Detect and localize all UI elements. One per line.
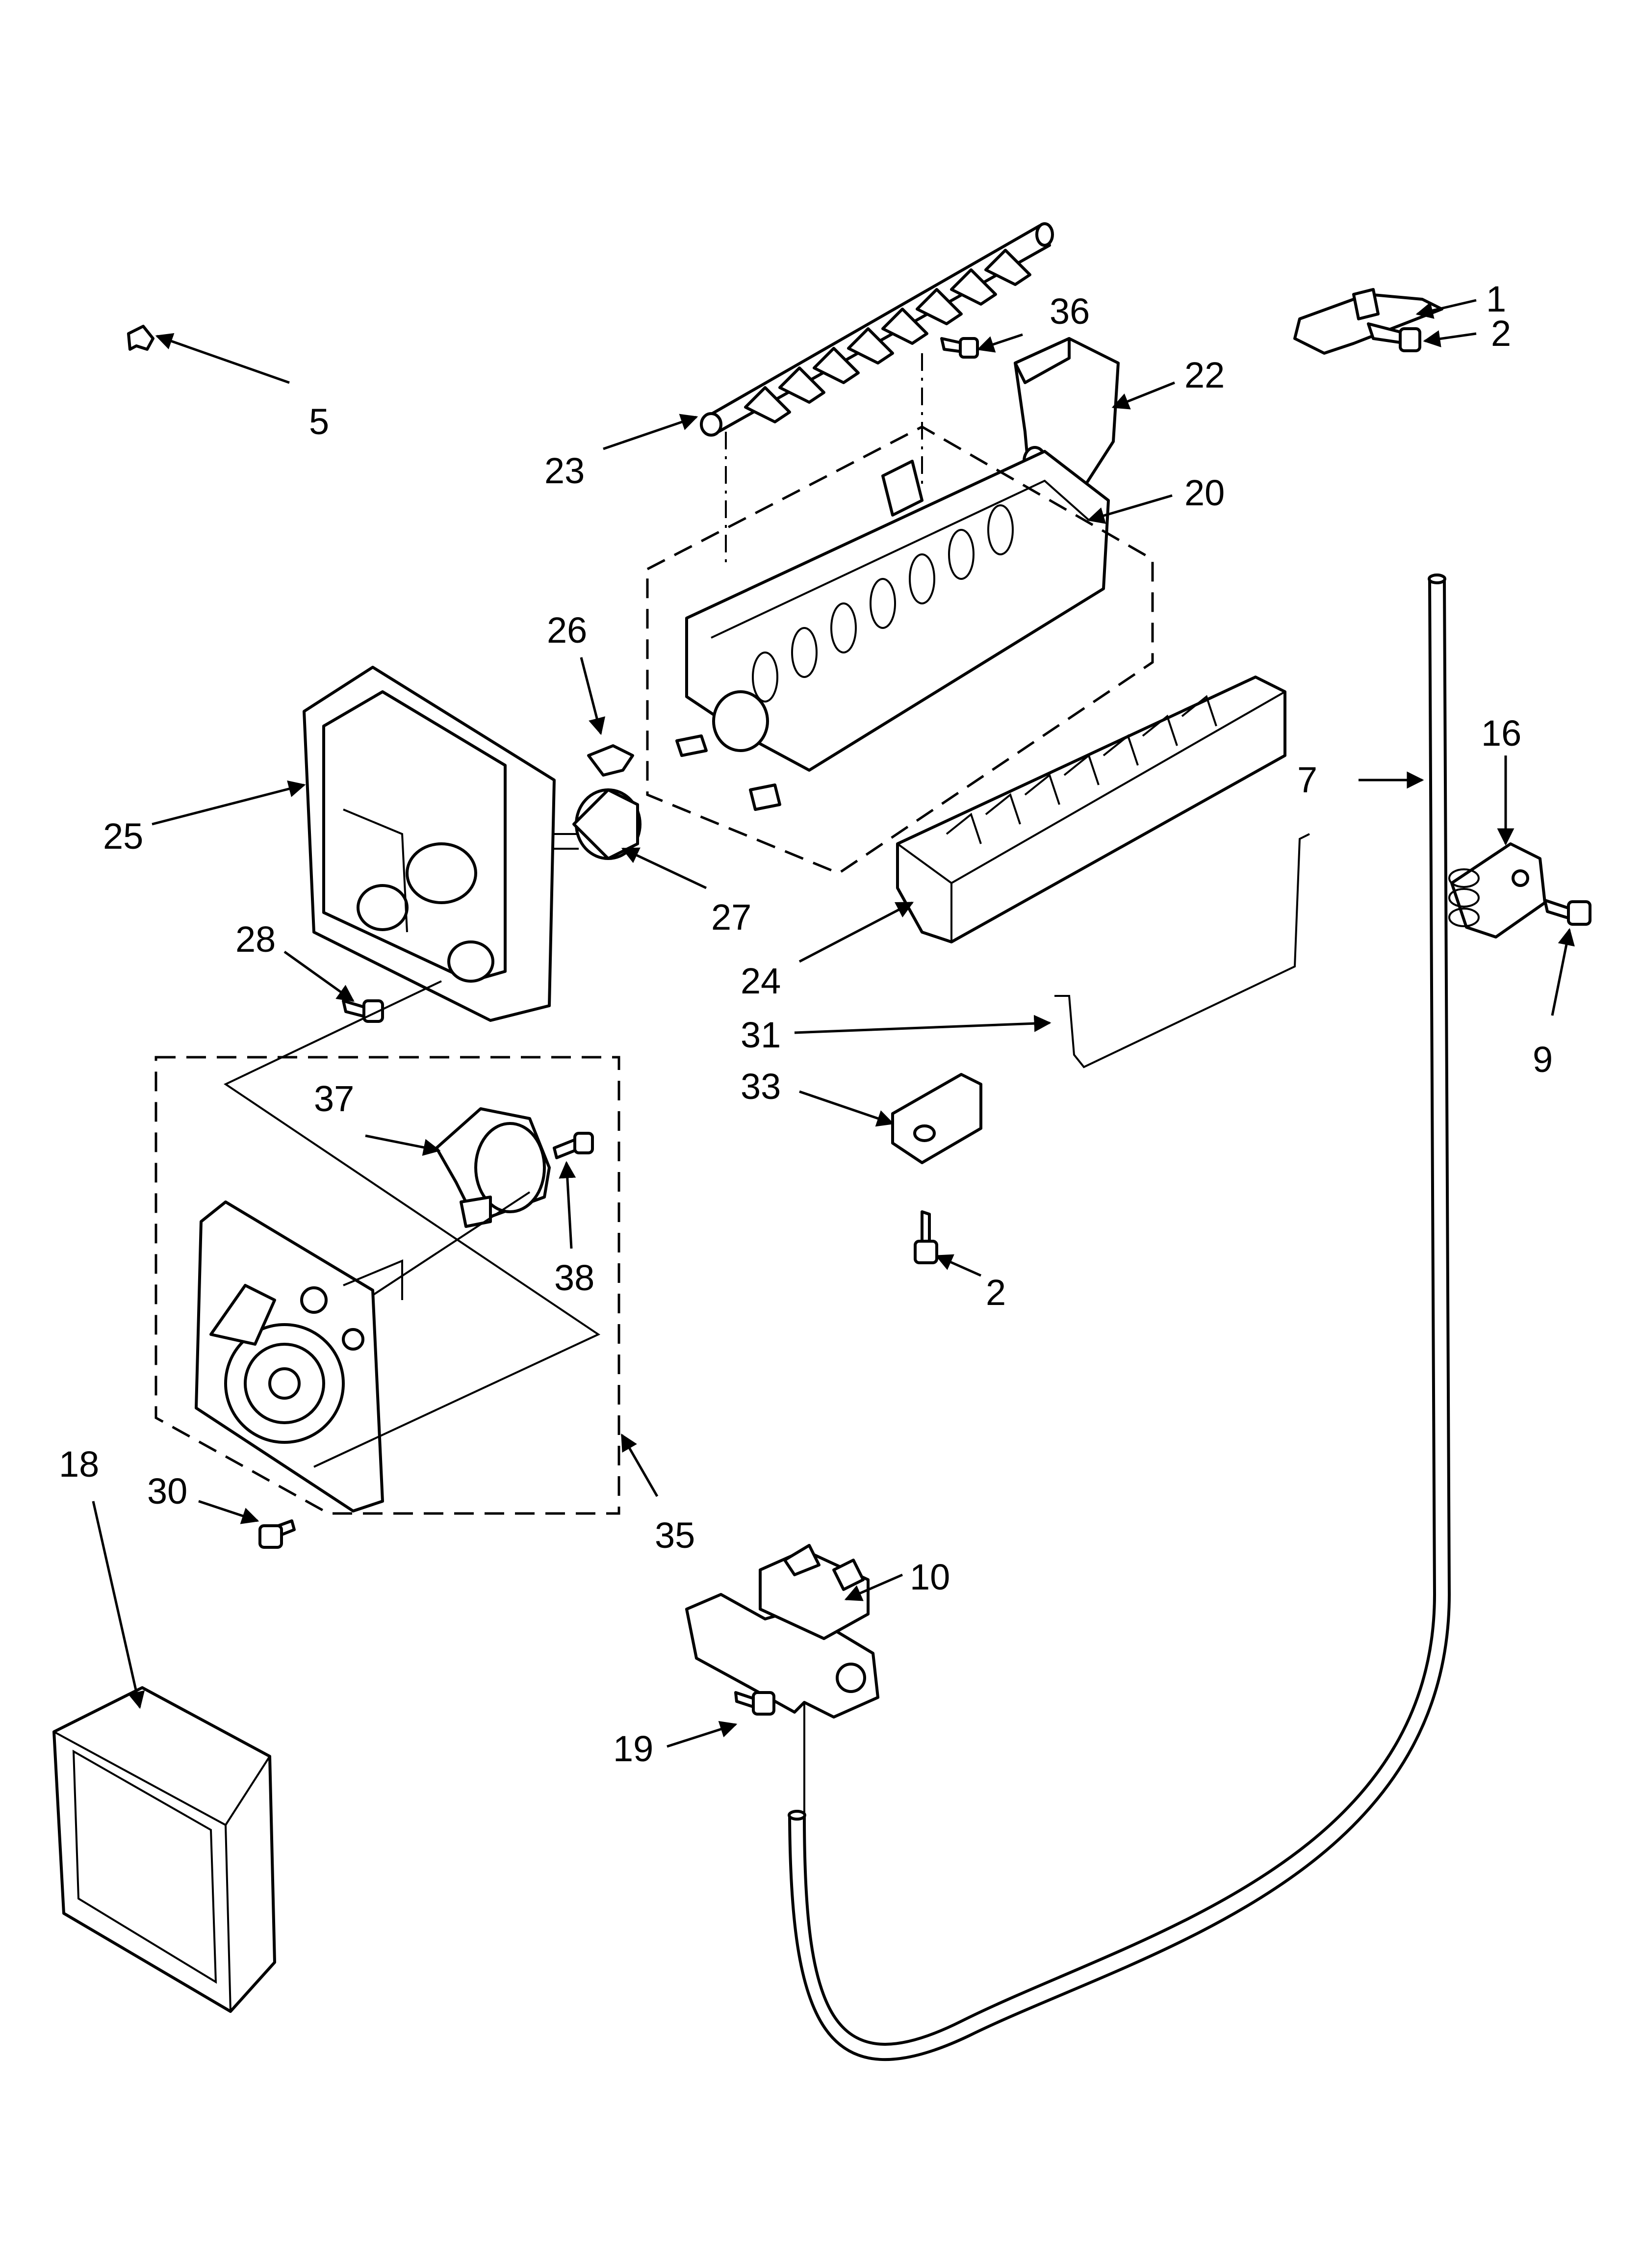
callout-31: 31 (741, 1015, 781, 1055)
stripper-part-24 (896, 676, 1286, 943)
screw-part-9 (1543, 899, 1591, 926)
screw-part-38 (553, 1132, 594, 1159)
cover-part-33 (891, 1073, 982, 1164)
assembly-line-upper (223, 980, 601, 1468)
clip-part-5 (127, 325, 154, 351)
screw-part-30 (258, 1519, 296, 1549)
callout-16: 16 (1481, 713, 1521, 754)
callouts: 1 2 5 7 9 10 16 18 19 20 22 23 24 25 26 … (59, 279, 1553, 1769)
wire-arm-part-31 (1054, 833, 1310, 1069)
callout-19: 19 (613, 1728, 653, 1769)
clamp-part-16 (1448, 842, 1546, 938)
thermostat-part-27 (549, 788, 641, 860)
callout-38: 38 (554, 1257, 594, 1298)
cover-part-18 (52, 1686, 276, 2013)
leader-lines (92, 299, 1575, 1748)
callout-33: 33 (741, 1066, 781, 1107)
callout-2-top: 2 (1491, 313, 1511, 354)
callout-25: 25 (103, 816, 143, 857)
callout-7: 7 (1297, 759, 1317, 800)
callout-10: 10 (910, 1557, 950, 1597)
callout-37: 37 (314, 1078, 354, 1119)
callout-24: 24 (741, 961, 781, 1001)
motor-part-37 (435, 1107, 551, 1228)
drive-plate-part-35 (195, 1200, 403, 1512)
screw-part-2-top (1367, 322, 1421, 352)
water-tube-part-7 (788, 574, 1451, 2061)
callout-27: 27 (711, 897, 751, 938)
callout-36: 36 (1050, 291, 1090, 332)
callout-26: 26 (547, 610, 587, 651)
mold-part-20 (675, 450, 1110, 811)
screw-part-2-bottom (914, 1210, 938, 1264)
callout-5: 5 (309, 401, 329, 442)
motor-assembly-outline (154, 1056, 620, 1515)
callout-2-bottom: 2 (986, 1272, 1006, 1313)
callout-30: 30 (147, 1471, 187, 1512)
callout-35: 35 (655, 1515, 695, 1556)
screw-part-36 (940, 337, 979, 359)
housing-part-25 (303, 666, 556, 1022)
ejector-part-23 (700, 222, 1054, 437)
callout-22: 22 (1184, 355, 1225, 395)
callout-1: 1 (1486, 279, 1506, 319)
assembly-line-lower (372, 1191, 531, 1296)
callout-18: 18 (59, 1444, 99, 1485)
callout-28: 28 (235, 919, 276, 960)
clip-part-26 (587, 744, 634, 777)
valve-part-10 (685, 1544, 879, 1815)
callout-9: 9 (1533, 1039, 1553, 1080)
callout-20: 20 (1184, 472, 1225, 513)
callout-23: 23 (544, 450, 585, 491)
screw-part-19 (734, 1691, 775, 1716)
